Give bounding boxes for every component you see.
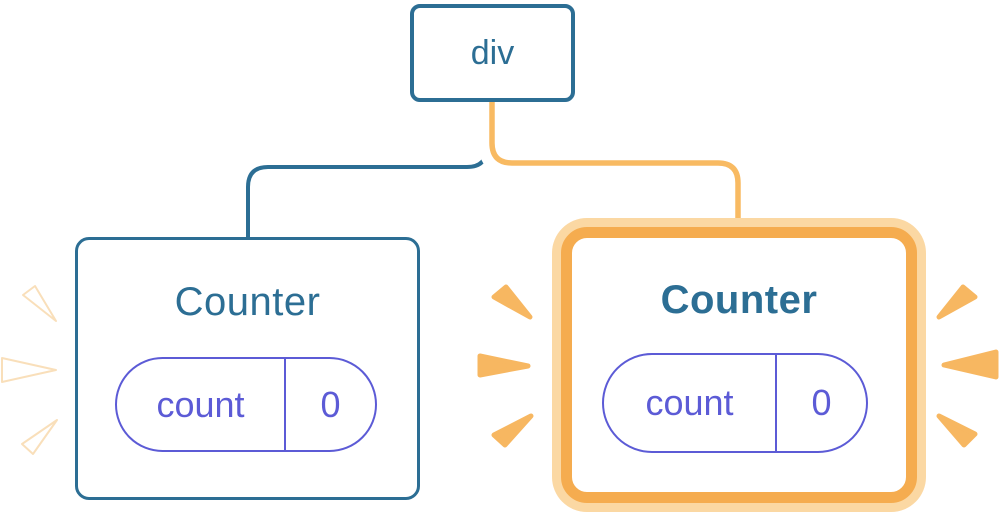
root-node-label: div <box>470 33 515 72</box>
spark-icon <box>936 284 978 320</box>
blue-connector-line <box>246 98 489 245</box>
orange-spark-burst-right <box>936 284 999 448</box>
state-key-label: count <box>156 383 245 425</box>
spark-icon <box>21 419 58 455</box>
white-spark-burst <box>0 283 60 457</box>
spark-icon <box>491 413 534 448</box>
counter-title: Counter <box>174 280 321 324</box>
orange-connector-line <box>489 98 741 234</box>
spark-icon <box>936 413 978 448</box>
spark-icon <box>0 355 59 385</box>
state-pill: count 0 <box>115 357 377 452</box>
spark-icon <box>1 357 57 383</box>
root-node-div: div <box>410 4 575 102</box>
state-value: 0 <box>775 355 866 451</box>
orange-connector-casing <box>478 98 752 234</box>
state-pill: count 0 <box>602 353 868 453</box>
spark-icon <box>22 285 57 322</box>
counter-card-right-highlighted: Counter count 0 <box>561 227 917 503</box>
state-value: 0 <box>284 359 375 450</box>
counter-card-left: Counter count 0 <box>75 237 420 500</box>
orange-spark-burst-left <box>477 284 534 448</box>
spark-icon <box>477 353 531 378</box>
state-key-label: count <box>645 382 734 423</box>
spark-icon <box>941 349 999 380</box>
counter-title: Counter <box>660 278 818 322</box>
spark-icon <box>491 284 533 320</box>
